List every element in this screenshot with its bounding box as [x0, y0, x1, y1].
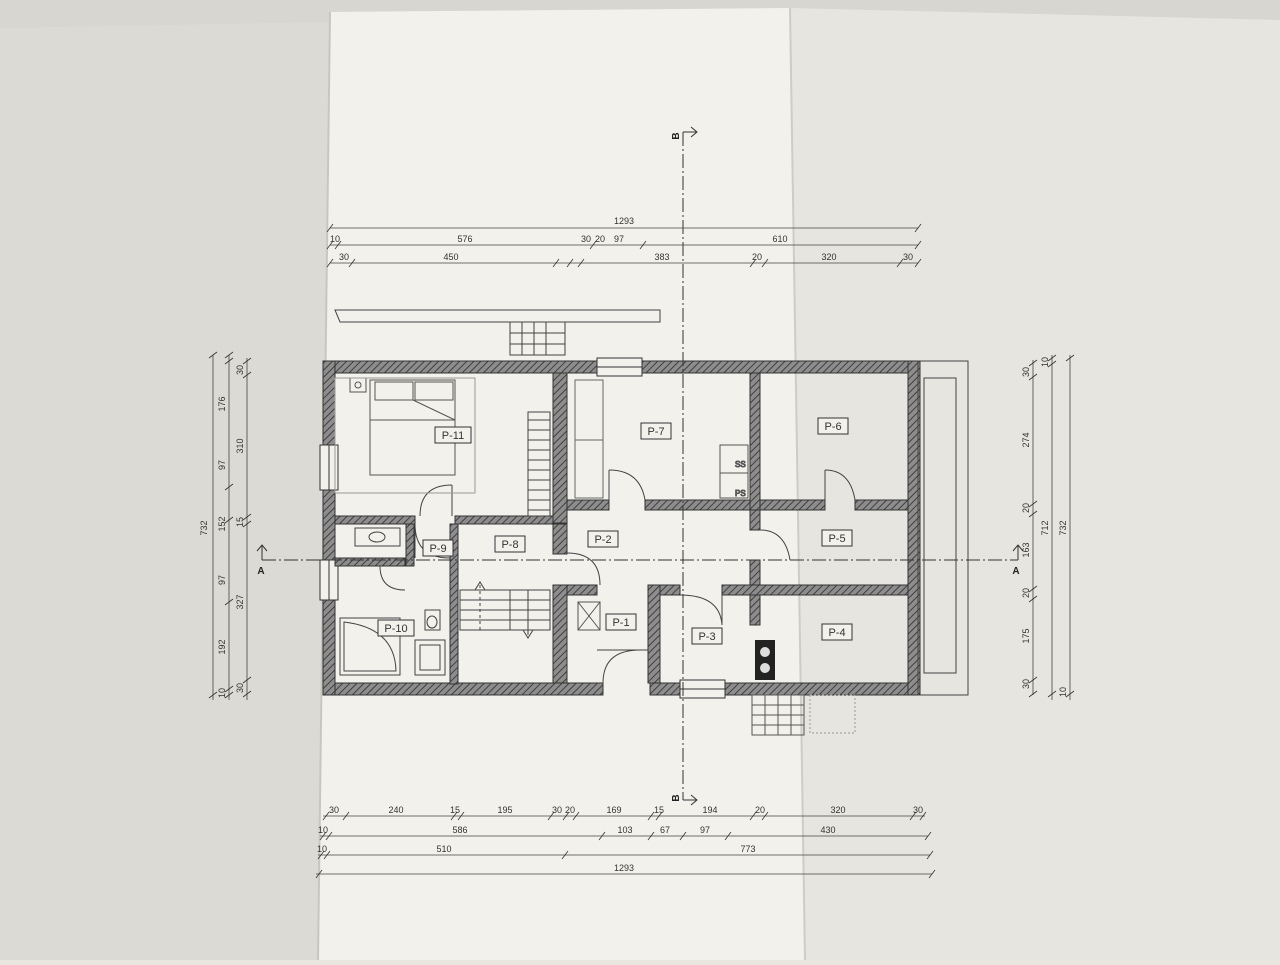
dim-bot-r2-2: 103	[617, 825, 632, 835]
dim-bot-r1-10: 320	[830, 805, 845, 815]
interior-walls	[334, 372, 909, 685]
ss-label: SS	[735, 460, 746, 469]
dim-top-total: 1293	[614, 216, 634, 226]
dim-bot-r1-6: 169	[606, 805, 621, 815]
dim-left-i-3: 327	[235, 594, 245, 609]
dim-left-i-1: 310	[235, 438, 245, 453]
room-p5: P-5	[828, 533, 845, 545]
dim-bot-r1-3: 195	[497, 805, 512, 815]
dim-bot-r1-8: 194	[702, 805, 717, 815]
dimensions-left	[208, 351, 252, 700]
dim-bot-r1-1: 240	[388, 805, 403, 815]
dim-top-r3-3: 20	[752, 252, 762, 262]
dim-top-r2-1: 576	[457, 234, 472, 244]
dim-top-r2-5: 610	[772, 234, 787, 244]
room-p7: P-7	[647, 426, 664, 438]
room-p11: P-11	[442, 430, 464, 442]
section-line-a	[256, 544, 1024, 561]
room-p8: P-8	[501, 539, 518, 551]
dim-bot-r1-9: 20	[755, 805, 765, 815]
dim-top-r2-4: 97	[614, 234, 624, 244]
room-p1: P-1	[612, 617, 629, 629]
section-a-left-label: A	[257, 566, 264, 577]
dim-top-r2-2: 30	[581, 234, 591, 244]
dim-left-m-4: 192	[217, 639, 227, 654]
dim-left-m-0: 176	[217, 396, 227, 411]
dim-right-i-3: 163	[1021, 542, 1031, 557]
dim-bot-r2-3: 67	[660, 825, 670, 835]
dim-top-r3-0: 30	[339, 252, 349, 262]
dim-bot-r1-5: 20	[565, 805, 575, 815]
dim-top-r2-3: 20	[595, 234, 605, 244]
dim-right-i-1: 274	[1021, 432, 1031, 447]
dim-bot-total: 1293	[614, 863, 634, 873]
room-labels	[377, 417, 853, 645]
dim-bot-r1-7: 15	[654, 805, 664, 815]
dim-top-r2-0: 10	[330, 234, 340, 244]
entrance-steps-bottom	[751, 694, 856, 736]
dim-top-r3-5: 30	[903, 252, 913, 262]
dim-top-r3-2: 383	[654, 252, 669, 262]
dim-bot-r1-2: 15	[450, 805, 460, 815]
room-p3: P-3	[698, 631, 715, 643]
dim-left-total: 732	[199, 520, 209, 535]
dim-bot-r3-0: 10	[317, 844, 327, 854]
room-p6: P-6	[824, 421, 841, 433]
dim-right-m-1: 10	[1040, 357, 1050, 367]
exterior-walls	[319, 357, 921, 699]
bathroom-fixtures	[339, 527, 446, 676]
dim-right-i-5: 175	[1021, 628, 1031, 643]
dim-right-i-0: 30	[1021, 367, 1031, 377]
dim-right-i-2: 20	[1021, 503, 1031, 513]
dim-left-m-3: 97	[217, 575, 227, 585]
dimensions-right	[1028, 354, 1075, 700]
dimensions-top	[326, 223, 922, 268]
section-b-top-label: B	[671, 132, 682, 139]
dim-left-i-2: 15	[235, 517, 245, 527]
ss-ps-units: SS PS	[719, 444, 749, 499]
dimensions-bottom	[315, 811, 936, 879]
section-a-right-label: A	[1012, 566, 1019, 577]
dim-right-m-0: 712	[1040, 520, 1050, 535]
room-p10: P-10	[384, 623, 407, 635]
p7-built-in	[574, 379, 604, 499]
bed	[334, 377, 476, 494]
staircase	[459, 581, 551, 639]
dim-bot-r3-1: 510	[436, 844, 451, 854]
shaft	[577, 601, 601, 631]
dim-bot-r1-11: 30	[913, 805, 923, 815]
room-p9: P-9	[429, 543, 446, 555]
dim-left-m-2: 152	[217, 516, 227, 531]
dim-top-r3-4: 320	[821, 252, 836, 262]
dim-right-total: 732	[1058, 520, 1068, 535]
dim-bot-r3-2: 773	[740, 844, 755, 854]
dim-bot-r1-0: 30	[329, 805, 339, 815]
dim-left-i-4: 30	[235, 683, 245, 693]
room-p2: P-2	[594, 534, 611, 546]
ps-label: PS	[735, 489, 746, 498]
dim-right-o-1: 10	[1058, 687, 1068, 697]
room-p4: P-4	[828, 627, 845, 639]
dim-left-m-1: 97	[217, 460, 227, 470]
wardrobe	[527, 411, 551, 517]
dim-left-m-5: 10	[217, 688, 227, 698]
section-b-bottom-label: B	[671, 794, 682, 801]
dim-top-r3-1: 450	[443, 252, 458, 262]
entrance-steps-top	[334, 309, 661, 356]
stove	[755, 640, 775, 680]
dim-right-i-6: 30	[1021, 679, 1031, 689]
section-line-b	[682, 126, 698, 806]
floor-plan: SS PS P-11 P-7	[256, 126, 1024, 806]
dim-left-i-0: 30	[235, 365, 245, 375]
dim-bot-r2-0: 10	[318, 825, 328, 835]
dim-right-i-4: 20	[1021, 588, 1031, 598]
dim-bot-r2-1: 586	[452, 825, 467, 835]
balcony-right	[917, 360, 969, 696]
dim-bot-r2-4: 97	[700, 825, 710, 835]
dim-bot-r1-4: 30	[552, 805, 562, 815]
dim-bot-r2-5: 430	[820, 825, 835, 835]
